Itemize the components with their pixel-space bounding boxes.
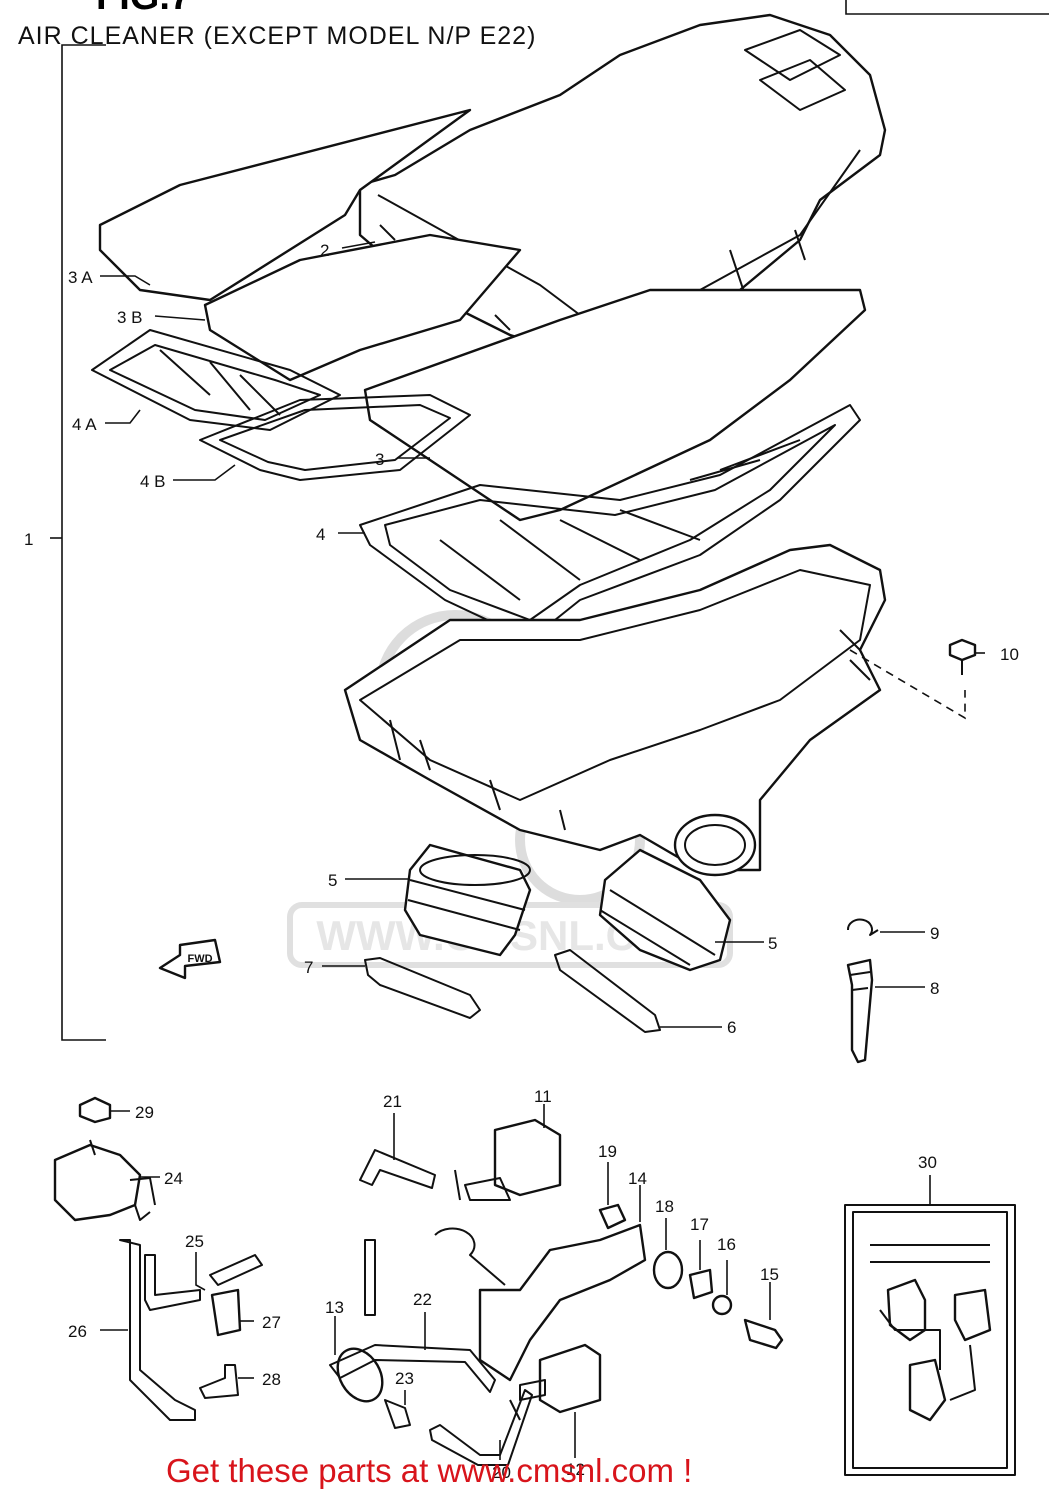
filter-frame-4: [359, 404, 861, 641]
filter-frame-4b: [199, 394, 471, 481]
bolt-10: [849, 638, 977, 720]
hose-20: [429, 1389, 533, 1466]
valve-24: [53, 1139, 156, 1222]
collar-17: [688, 1268, 714, 1300]
intake-boot-left: [403, 843, 532, 957]
hose-25b: [209, 1254, 263, 1286]
callout-20: 20: [492, 1463, 511, 1482]
assembly-bracket: [61, 44, 106, 1041]
callout-4a: 4 A: [72, 415, 97, 434]
grommet-18: [652, 1250, 684, 1290]
callout-9: 9: [930, 924, 939, 943]
clamp-7: [364, 957, 481, 1019]
callout-14: 14: [628, 1169, 647, 1188]
cap-27: [210, 1288, 242, 1337]
callout-24: 24: [164, 1169, 183, 1188]
callout-11: 11: [534, 1087, 552, 1106]
callout-22: 22: [413, 1290, 432, 1309]
callout-21: 21: [383, 1092, 402, 1111]
fwd-label: FWD: [187, 953, 212, 965]
callout-3: 3: [375, 450, 384, 469]
callout-6: 6: [727, 1018, 736, 1037]
callout-19: 19: [598, 1142, 617, 1161]
callout-23: 23: [395, 1369, 414, 1388]
air-cleaner-case: [343, 543, 887, 877]
filter-element-3a: [98, 108, 472, 302]
hose-21: [359, 1149, 436, 1189]
filter-element-3b: [203, 233, 522, 382]
callout-7: 7: [304, 958, 313, 977]
clip-9: [846, 918, 879, 936]
nut-19: [598, 1203, 627, 1230]
callout-29: 29: [135, 1103, 154, 1122]
callout-4: 4: [316, 525, 325, 544]
callout-15: 15: [760, 1265, 779, 1284]
leader-lines: [50, 241, 985, 1460]
hose-22: [329, 1344, 496, 1393]
callout-labels: 1 2 3 3 A 3 B 4 4 A 4 B 5 5 6 7 8 9 10 1…: [24, 241, 1019, 1482]
callout-8: 8: [930, 979, 939, 998]
filter-frame-4a: [91, 329, 341, 431]
hose-25: [144, 1254, 201, 1311]
callout-12: 12: [566, 1460, 585, 1479]
joint-28: [199, 1364, 239, 1399]
callout-2: 2: [320, 241, 329, 260]
header-box-edge: [845, 0, 1049, 15]
hose-26: [119, 1239, 196, 1421]
callout-3a: 3 A: [68, 268, 93, 287]
nut-29: [78, 1096, 112, 1124]
callout-30: 30: [918, 1153, 937, 1172]
callout-17: 17: [690, 1215, 709, 1234]
drain-plug-8: [846, 958, 874, 1064]
callout-5b: 5: [768, 934, 777, 953]
callout-13: 13: [325, 1298, 344, 1317]
solenoid-valve-12: [509, 1343, 602, 1421]
callout-5a: 5: [328, 871, 337, 890]
footer-link-text[interactable]: Get these parts at www.cmsnl.com !: [166, 1452, 693, 1489]
callout-4b: 4 B: [140, 472, 166, 491]
callout-25: 25: [185, 1232, 204, 1251]
solenoid-valve-11: [454, 1118, 562, 1201]
fitting-23: [384, 1399, 411, 1429]
figure-number: FIG.7: [96, 0, 191, 19]
callout-18: 18: [655, 1197, 674, 1216]
intake-boot-right: [598, 848, 732, 972]
washer-16: [711, 1294, 733, 1316]
callout-1: 1: [24, 530, 33, 549]
bracket-14: [478, 1223, 647, 1382]
fwd-arrow-icon: FWD: [158, 938, 222, 980]
bolt-15: [743, 1318, 784, 1350]
callout-3b: 3 B: [117, 308, 143, 327]
clamp-6: [554, 949, 661, 1033]
callout-28: 28: [262, 1370, 281, 1389]
callout-16: 16: [717, 1235, 736, 1254]
filter-element-3: [363, 288, 867, 522]
callout-27: 27: [262, 1313, 281, 1332]
kit-30: [844, 1204, 1016, 1476]
callout-10: 10: [1000, 645, 1019, 664]
callout-26: 26: [68, 1322, 87, 1341]
hose-21-b: [364, 1239, 376, 1316]
bracket-14-arm: [434, 1227, 506, 1286]
